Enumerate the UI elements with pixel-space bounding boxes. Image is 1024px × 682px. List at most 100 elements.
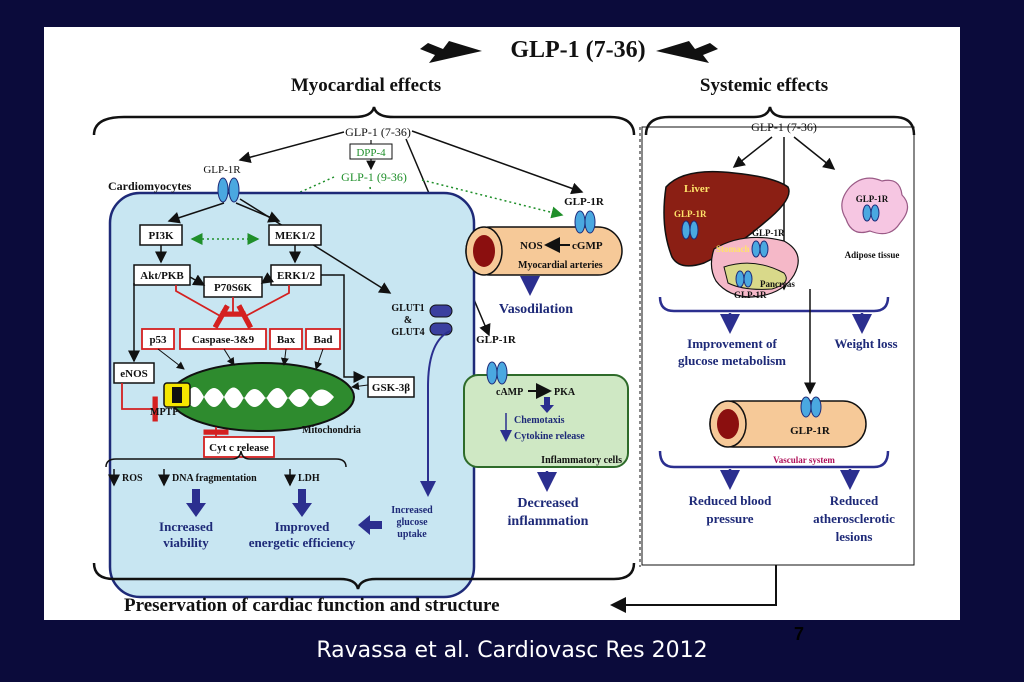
atherosclerotic-line2: atherosclerotic (813, 511, 895, 526)
glucose-metabolism-line1: Improvement of (687, 336, 777, 351)
akt-box (133, 264, 191, 286)
inflam-cells-label: Inflammatory cells (541, 455, 622, 466)
stomach-receptor-icon (759, 240, 769, 258)
dpp4-label: DPP-4 (356, 147, 386, 159)
glucose-line3: uptake (397, 529, 427, 540)
adipose-receptor-icon (870, 204, 880, 222)
adipose-receptor-icon (862, 204, 872, 222)
caspase-label: Caspase-3&9 (192, 334, 255, 346)
mptp-pore (172, 387, 182, 403)
right-big-arrow (656, 41, 718, 63)
arrow-to-pi3k (167, 202, 225, 224)
vasodilation-label: Vasodilation (499, 302, 573, 317)
artery-receptor-icon (584, 210, 596, 234)
inflammatory-cell (463, 374, 629, 468)
cardio-receptor-icon (228, 177, 240, 203)
artery-receptor-icon (574, 210, 586, 234)
vessel-lumen (717, 409, 739, 439)
liver-receptor-icon (689, 220, 699, 240)
glp1-metabolite-label: GLP-1 (9-36) (341, 170, 407, 184)
blood-pressure-line1: Reduced blood (689, 493, 772, 508)
liver-label: Liver (684, 183, 710, 195)
pancreas-receptor-icon (735, 270, 745, 288)
caspase-box (179, 328, 267, 350)
inflam-glp1r-label: GLP-1R (476, 334, 517, 346)
sys-glp1-label: GLP-1 (7-36) (751, 120, 817, 134)
energetic-line2: energetic efficiency (249, 535, 356, 550)
myocardial-heading: Myocardial effects (291, 75, 441, 96)
glucose-to-energy-arrow (358, 515, 382, 535)
slide-number: 7 (794, 624, 805, 644)
erk-label: ERK1/2 (277, 270, 315, 282)
arrow-to-mek (235, 202, 281, 223)
akt-inhibits-caspase (175, 285, 230, 329)
vessel-glp1r-label: GLP-1R (790, 425, 831, 437)
energetic-line1: Improved (275, 519, 330, 534)
mek-label: MEK1/2 (275, 230, 316, 242)
pka-down-arrow (540, 397, 554, 413)
pi3k-label: PI3K (148, 230, 174, 242)
chemotaxis-label: Chemotaxis (514, 415, 565, 426)
viability-arrow (186, 489, 206, 517)
glucose-line2: glucose (396, 517, 428, 528)
bad-to-mito (314, 348, 324, 370)
inflam-receptor-icon (496, 361, 508, 385)
akt-label: Akt/PKB (140, 270, 184, 282)
systemic-frame (641, 126, 915, 566)
blood-pressure-line2: pressure (706, 511, 753, 526)
artery-label: Myocardial arteries (518, 260, 603, 271)
glut-amp-label: & (404, 315, 412, 326)
glut4-icon (429, 322, 453, 336)
figure-title: GLP-1 (7-36) (510, 37, 645, 63)
enos-inhibits-mptp (121, 383, 158, 422)
atherosclerotic-line1: Reduced (830, 493, 879, 508)
myocardial-brace (92, 106, 636, 136)
viability-line2: viability (163, 535, 209, 550)
inflam-receptor-icon (486, 361, 498, 385)
inflammation-line2: inflammation (508, 514, 589, 529)
metabolic-brace (658, 296, 890, 313)
weight-loss-label: Weight loss (834, 336, 897, 351)
citation-text: Ravassa et al. Cardiovasc Res 2012 (316, 638, 708, 663)
liver-receptor-icon (681, 220, 691, 240)
glut4-label: GLUT4 (391, 327, 424, 338)
glut1-label: GLUT1 (391, 303, 424, 314)
pancreas-label: Pancreas (760, 279, 795, 289)
cytc-label: Cyt c release (209, 442, 269, 454)
cardio-receptor-icon (217, 177, 229, 203)
systemic-heading: Systemic effects (700, 75, 828, 96)
glut1-icon (429, 304, 453, 318)
p53-to-mito (157, 348, 185, 370)
ldh-label: LDH (298, 473, 320, 484)
outcome-label: Preservation of cardiac function and str… (124, 595, 500, 616)
dna-label: DNA fragmentation (172, 473, 257, 484)
p53-label: p53 (149, 334, 167, 346)
glucose-uptake-arrow (420, 330, 451, 497)
vessel-receptor-icon (800, 396, 812, 418)
bottom-brace (92, 562, 636, 590)
arrow-to-liver (732, 136, 773, 168)
arrow-to-artery-receptor (411, 130, 584, 195)
diagram-figure: GLP-1 (7-36) Myocardial effects Systemic… (44, 27, 960, 620)
stomach-label: Stomach (716, 244, 750, 254)
pka-label: PKA (554, 387, 576, 398)
cytokine-label: Cytokine release (514, 431, 585, 442)
enos-label: eNOS (120, 368, 148, 380)
mptp-label: MPTP (150, 407, 178, 418)
stomach-receptor-icon (751, 240, 761, 258)
cell-brace (105, 450, 347, 468)
myo-glp1-label: GLP-1 (7-36) (345, 125, 411, 139)
atherosclerotic-line3: lesions (836, 529, 873, 544)
liver-glp1r-label: GLP-1R (674, 209, 707, 219)
mitochondrion-cristae (186, 387, 334, 408)
bax-label: Bax (277, 334, 296, 346)
cardio-glp1r-label: GLP-1R (203, 164, 241, 176)
camp-label: cAMP (496, 387, 523, 398)
arrow-akt-p70 (189, 274, 206, 286)
vessel-receptor-icon (810, 396, 822, 418)
arrow-erk-p70 (260, 272, 275, 284)
bad-label: Bad (314, 334, 333, 346)
pancreas-receptor-icon (743, 270, 753, 288)
adipose-label: Adipose tissue (845, 250, 900, 260)
gsk-label: GSK-3β (372, 382, 410, 394)
